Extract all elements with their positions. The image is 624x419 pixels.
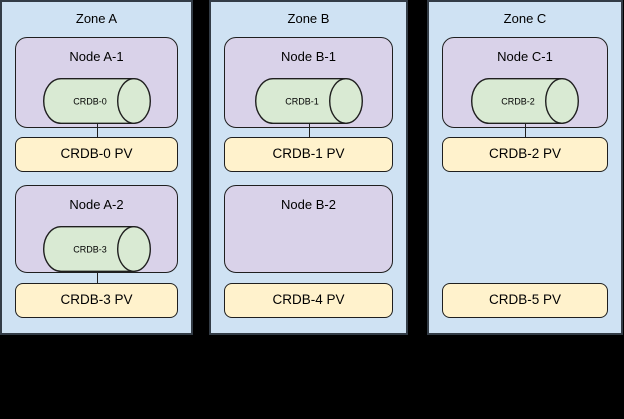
pod-label: CRDB-3: [73, 245, 107, 255]
pod-label: CRDB-2: [501, 97, 535, 107]
zone-b: Zone B Node B-1 CRDB-1 CRDB-1 PV Node B-…: [209, 0, 408, 335]
zone-a: Zone A Node A-1 CRDB-0 CRDB-0 PV Node A-…: [0, 0, 193, 335]
pod-label: CRDB-1: [285, 97, 319, 107]
database-cylinder-icon: CRDB-0: [42, 78, 151, 124]
pod-pv-connector: [525, 123, 526, 137]
crdb-pod: CRDB-1: [254, 78, 363, 124]
zone-label: Zone A: [75, 11, 118, 26]
node-a-2: Node A-2 CRDB-3: [15, 185, 178, 273]
node-label: Node C-1: [497, 49, 553, 64]
node-b-1: Node B-1 CRDB-1: [224, 37, 393, 128]
pod-pv-connector: [96, 271, 98, 283]
pod-pv-connector: [308, 123, 310, 137]
node-b-2: Node B-2: [224, 185, 393, 273]
pv-box: CRDB-0 PV: [15, 137, 178, 172]
node-label: Node B-2: [281, 197, 336, 212]
pod-pv-connector: [96, 123, 98, 137]
database-cylinder-icon: CRDB-3: [42, 226, 151, 272]
pv-box: CRDB-1 PV: [224, 137, 393, 172]
crdb-pod: CRDB-2: [471, 78, 579, 124]
node-label: Node A-2: [69, 197, 124, 212]
zone-label: Zone C: [503, 11, 547, 26]
node-label: Node A-1: [69, 49, 124, 64]
database-cylinder-icon: CRDB-1: [254, 78, 363, 124]
node-c-1: Node C-1 CRDB-2: [442, 37, 608, 128]
zone-c: Zone C Node C-1 CRDB-2 CRDB-2 PV CRDB-5 …: [427, 0, 623, 335]
pv-box: CRDB-4 PV: [224, 283, 393, 318]
database-cylinder-icon: CRDB-2: [471, 78, 579, 124]
pv-box: CRDB-3 PV: [15, 283, 178, 318]
node-a-1: Node A-1 CRDB-0: [15, 37, 178, 128]
zone-label: Zone B: [287, 11, 330, 26]
node-label: Node B-1: [281, 49, 336, 64]
pv-box: CRDB-5 PV: [442, 283, 608, 318]
crdb-pod: CRDB-0: [42, 78, 151, 124]
pv-box: CRDB-2 PV: [442, 137, 608, 172]
crdb-pod: CRDB-3: [42, 226, 151, 272]
pod-label: CRDB-0: [73, 97, 107, 107]
